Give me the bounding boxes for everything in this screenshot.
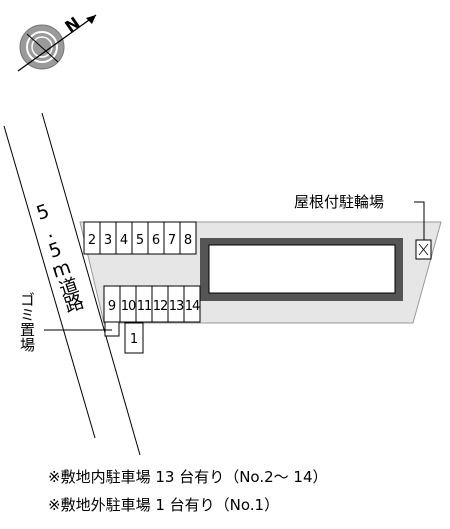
parking-bottom-row-numbers: 9 10 11 12 13 14 [108, 299, 201, 314]
parking-slot-10: 10 [121, 299, 136, 314]
parking-slot-2: 2 [88, 233, 96, 248]
parking-slot-4: 4 [120, 233, 128, 248]
road-edge-right [41, 112, 141, 456]
parking-slot-1-box [124, 322, 144, 354]
compass-letter: N [61, 13, 83, 36]
building-inner [208, 244, 396, 294]
parking-slot-8: 8 [184, 233, 192, 248]
road-edge-left [3, 125, 96, 439]
parking-slot-1: 1 [130, 332, 138, 347]
parking-slot-3: 3 [104, 233, 112, 248]
parking-slot-5: 5 [136, 233, 144, 248]
note-onsite-parking: ※敷地内駐車場 13 台有り（No.2～ 14） [48, 468, 328, 486]
garbage-area [104, 321, 120, 337]
garbage-label: ゴミ置場 [18, 292, 36, 352]
parking-slot-9: 9 [108, 299, 116, 314]
parking-slot-6: 6 [152, 233, 160, 248]
bike-parking-label: 屋根付駐輪場 [294, 193, 385, 211]
note-offsite-parking: ※敷地外駐車場 1 台有り（No.1） [48, 496, 280, 514]
parking-top-row [83, 221, 197, 255]
parking-top-row-numbers: 2 3 4 5 6 7 8 [88, 233, 192, 248]
parking-bottom-row [103, 285, 201, 323]
parking-slot-13: 13 [169, 299, 184, 314]
parking-slot-11: 11 [137, 299, 152, 314]
parking-slot-7: 7 [168, 233, 176, 248]
bike-leader-line [414, 201, 425, 240]
compass-north-arrow-icon: N [17, 13, 97, 72]
parking-slot-12: 12 [153, 299, 168, 314]
parking-slot-14: 14 [185, 299, 200, 314]
